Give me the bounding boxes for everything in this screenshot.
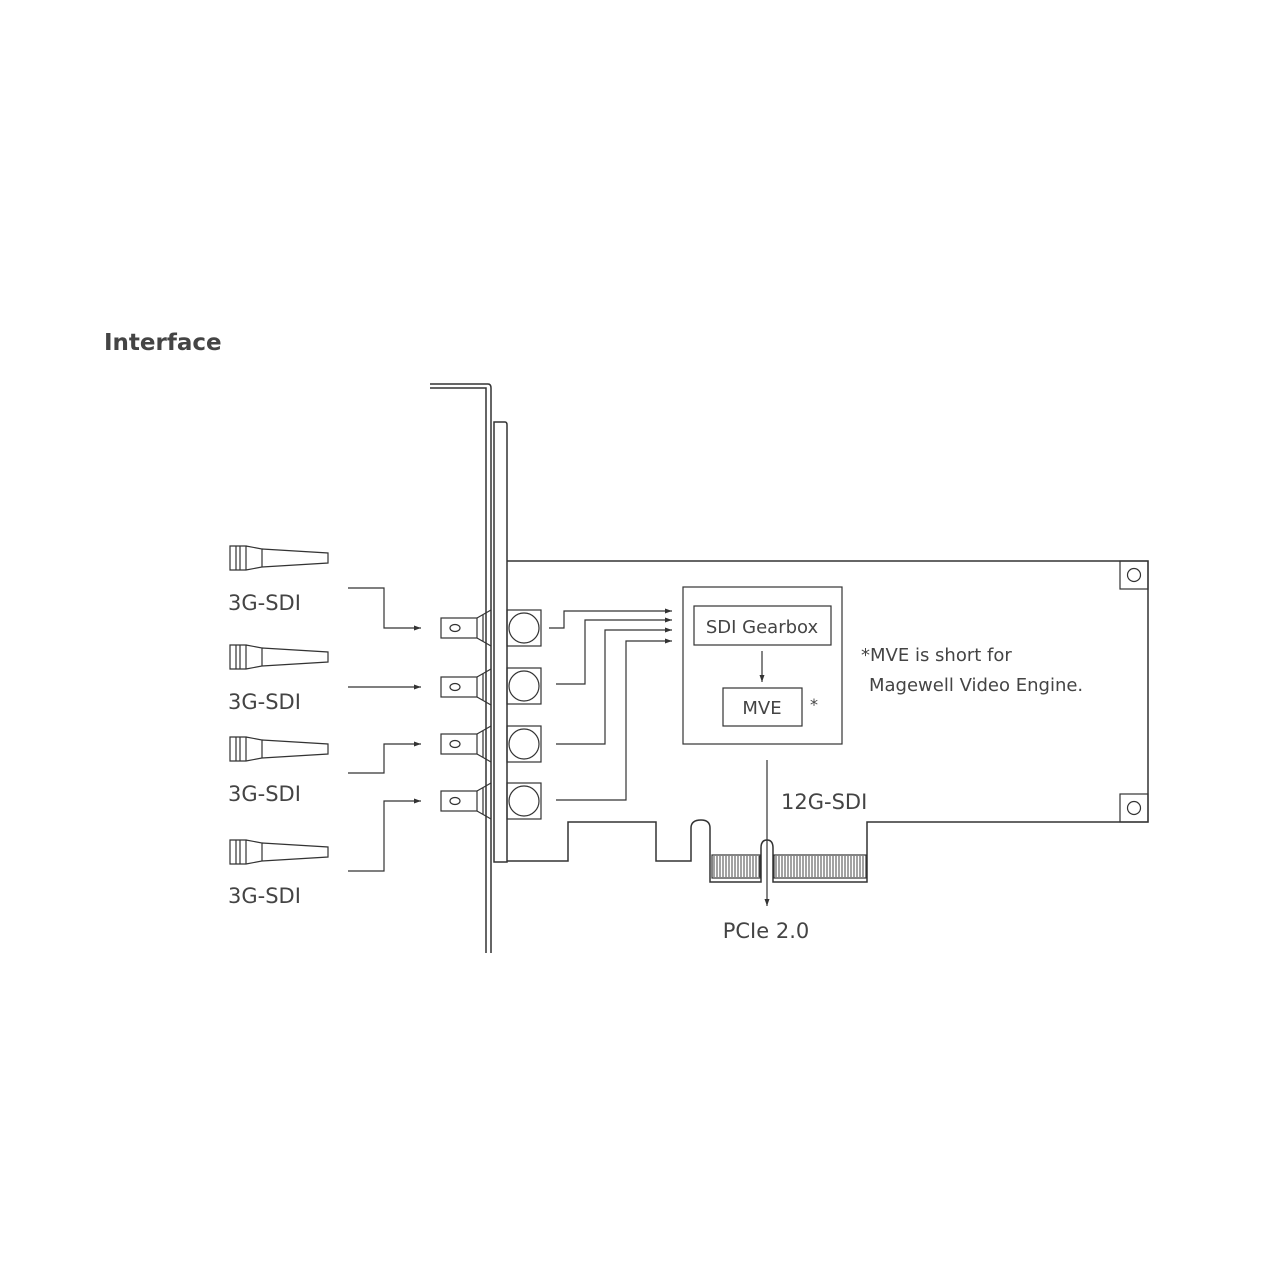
mve-block [722, 687, 803, 727]
note-line-1: *MVE is short for [861, 645, 1012, 666]
board-connector-3 [506, 725, 542, 763]
host-interface-label: PCIe 2.0 [723, 919, 810, 943]
input-label-2: 3G-SDI [228, 690, 301, 714]
input-line-1 [348, 587, 421, 631]
sdi-cable-plug-icon [229, 839, 329, 865]
mve-label: MVE [742, 698, 781, 719]
bnc-connector-3 [440, 725, 492, 763]
pcie-gold-fingers [711, 854, 867, 879]
board-connector-1 [506, 609, 542, 647]
card-outline [507, 560, 1149, 883]
mounting-bracket [430, 383, 508, 953]
board-connector-2 [506, 667, 542, 705]
sdi-cable-plug-icon [229, 644, 329, 670]
signal-line-1 [549, 608, 672, 629]
signal-line-4 [556, 638, 672, 801]
bnc-connector-1 [440, 609, 492, 647]
board-connector-4 [506, 782, 542, 820]
note-line-2: Magewell Video Engine. [869, 675, 1083, 696]
input-label-4: 3G-SDI [228, 884, 301, 908]
mve-footnote-marker: * [810, 695, 818, 714]
bnc-connector-4 [440, 782, 492, 820]
input-label-3: 3G-SDI [228, 782, 301, 806]
input-line-4 [348, 798, 421, 872]
bnc-connector-2 [440, 668, 492, 706]
input-label-1: 3G-SDI [228, 591, 301, 615]
diagram-title: Interface [104, 330, 222, 356]
mounting-hole-top [1119, 560, 1149, 590]
input-line-3 [348, 741, 421, 774]
sdi-cable-plug-icon [229, 736, 329, 762]
mounting-hole-bottom [1119, 793, 1149, 823]
sdi-gearbox-block [693, 605, 832, 646]
sdi-gearbox-label: SDI Gearbox [706, 617, 819, 638]
signal-line-3 [556, 627, 672, 745]
sdi-cable-plug-icon [229, 545, 329, 571]
bus-label: 12G-SDI [781, 790, 867, 814]
signal-line-2 [556, 617, 672, 685]
